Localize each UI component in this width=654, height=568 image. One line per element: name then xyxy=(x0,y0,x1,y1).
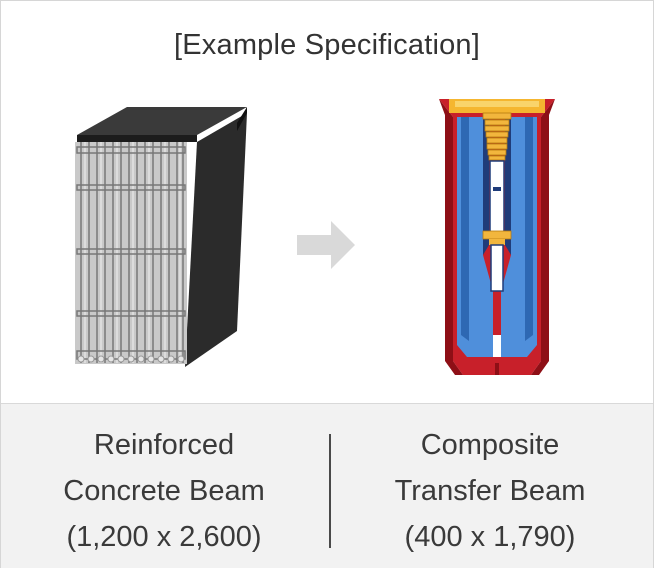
concrete-beam-caption: Reinforced Concrete Beam (1,200 x 2,600) xyxy=(1,422,327,560)
beam-side-face xyxy=(185,113,247,367)
composite-caption-line2: Transfer Beam xyxy=(394,475,586,507)
spec-title: [Example Specification] xyxy=(173,29,481,61)
transition-arrow-icon xyxy=(297,221,355,269)
caption-divider xyxy=(329,434,331,548)
concrete-beam-illustration xyxy=(75,107,247,367)
concrete-caption-line2: Concrete Beam xyxy=(63,475,265,507)
web-core xyxy=(489,160,505,236)
composite-caption-dimensions: (400 x 1,790) xyxy=(404,521,576,553)
concrete-caption-dimensions: (1,200 x 2,600) xyxy=(66,521,262,553)
rebar-cage-face xyxy=(75,142,187,364)
mid-connector xyxy=(482,230,512,240)
composite-beam-illustration xyxy=(439,99,555,375)
beam-top-edge xyxy=(77,135,197,142)
composite-caption-line1: Composite xyxy=(420,429,560,461)
concrete-caption-line1: Reinforced xyxy=(93,429,235,461)
composite-beam-caption: Composite Transfer Beam (400 x 1,790) xyxy=(327,422,653,560)
caption-footer: Reinforced Concrete Beam (1,200 x 2,600)… xyxy=(1,403,653,568)
beam-top-slab xyxy=(77,107,247,135)
